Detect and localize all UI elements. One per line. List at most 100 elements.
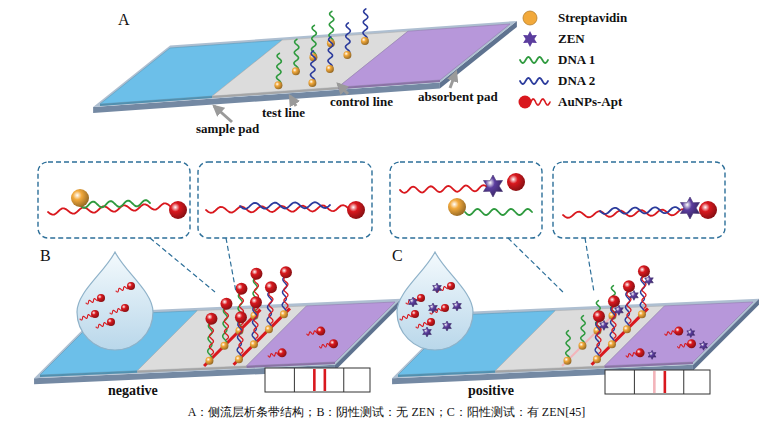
gold-nanoparticle xyxy=(593,310,605,322)
zen-molecule xyxy=(680,197,699,219)
detection-line xyxy=(592,308,648,364)
figure-caption: A：侧流层析条带结构；B：阴性测试：无 ZEN；C：阳性测试：有 ZEN[45] xyxy=(0,404,773,421)
dna-strand xyxy=(310,51,315,83)
dna-strand xyxy=(276,53,281,85)
window-divider xyxy=(683,370,684,394)
legend-swatch xyxy=(518,51,552,69)
dna-strand xyxy=(345,23,350,55)
dna-strand xyxy=(254,306,258,338)
streptavidin xyxy=(250,340,258,348)
streptavidin xyxy=(326,65,334,73)
panel-a xyxy=(93,9,517,122)
dna-strand xyxy=(520,57,548,63)
dna-strand xyxy=(209,323,213,355)
window-divider xyxy=(294,368,295,392)
dna-strand xyxy=(240,202,330,209)
dna-strand xyxy=(80,200,150,208)
dna-strand xyxy=(363,9,368,41)
leader-arrow xyxy=(338,84,348,94)
gold-nanoparticle xyxy=(447,282,455,290)
legend-text: ZEN xyxy=(558,31,585,47)
gold-nanoparticle xyxy=(250,296,262,308)
nanoparticle-swatch xyxy=(519,96,532,109)
streptavidin xyxy=(593,355,601,363)
zen-molecule xyxy=(433,283,442,293)
result-window xyxy=(605,370,710,394)
result-line xyxy=(313,369,316,391)
gold-nanoparticle xyxy=(220,298,232,310)
dna-strand xyxy=(566,331,570,361)
legend-swatch xyxy=(518,72,552,90)
dna-strand xyxy=(239,321,243,353)
gold-nanoparticle xyxy=(278,348,287,357)
zen-molecule xyxy=(443,321,452,331)
streptavidin xyxy=(235,355,243,363)
callout-leader xyxy=(226,238,236,292)
streptavidin xyxy=(638,310,646,318)
zen-molecule xyxy=(687,329,695,338)
callout-leader xyxy=(508,238,565,294)
legend-item: Streptavidin xyxy=(518,8,627,28)
gold-nanoparticle xyxy=(623,280,635,292)
dna-strand xyxy=(294,39,299,71)
panel-letter: A xyxy=(118,12,130,28)
part-label: control line xyxy=(330,95,393,108)
dna-strand xyxy=(520,78,548,84)
gold-nanoparticle xyxy=(411,310,419,318)
panel-letter: B xyxy=(40,248,51,264)
gold-nanoparticle xyxy=(687,339,696,348)
gold-nanoparticle xyxy=(280,266,292,278)
dna-strand xyxy=(465,209,532,215)
panel-b xyxy=(34,162,401,392)
callout-box xyxy=(390,162,542,238)
streptavidin xyxy=(308,79,316,87)
streptavidin xyxy=(71,189,89,207)
sample-pad-edge xyxy=(100,96,212,106)
result-line xyxy=(324,369,327,391)
part-label: absorbent pad xyxy=(418,90,498,103)
gold-nanoparticle xyxy=(427,318,435,326)
absorbent-pad-edge xyxy=(605,362,694,368)
streptavidin xyxy=(563,357,571,365)
gold-nanoparticle xyxy=(507,173,525,191)
streptavidin-swatch xyxy=(523,11,537,25)
legend-item: ZEN xyxy=(518,29,585,49)
detection-line xyxy=(234,308,290,364)
streptavidin xyxy=(292,67,300,75)
panel-letter: C xyxy=(392,248,403,264)
absorbent-pad xyxy=(605,302,754,366)
leader-arrow xyxy=(450,72,456,88)
gold-nanoparticle xyxy=(417,294,425,302)
streptavidin xyxy=(265,325,273,333)
legend-swatch xyxy=(518,9,552,27)
streptavidin xyxy=(361,37,369,45)
zen-molecule xyxy=(483,175,502,197)
window-divider xyxy=(343,368,344,392)
membrane-edge xyxy=(495,366,604,373)
legend-text: Streptavidin xyxy=(558,10,627,26)
result-label: negative xyxy=(108,384,158,398)
gold-nanoparticle xyxy=(235,311,247,323)
legend-swatch xyxy=(518,93,552,111)
absorbent-pad xyxy=(247,302,396,366)
sample-drop xyxy=(77,252,153,350)
gold-nanoparticle xyxy=(674,327,683,336)
dna-strand xyxy=(48,203,170,214)
dna-strand xyxy=(206,205,348,213)
gold-nanoparticle xyxy=(316,327,325,336)
streptavidin xyxy=(448,198,466,216)
streptavidin xyxy=(274,81,282,89)
leader-arrow xyxy=(214,106,232,122)
gold-nanoparticle xyxy=(699,201,717,219)
streptavidin xyxy=(280,310,288,318)
gold-nanoparticle xyxy=(107,318,115,326)
dna-strand xyxy=(224,308,228,340)
legend-text: DNA 2 xyxy=(558,73,595,89)
panel-c xyxy=(390,162,759,394)
gold-nanoparticle xyxy=(636,348,645,357)
gold-nanoparticle xyxy=(127,282,135,290)
dna-strand xyxy=(269,291,273,323)
gold-nanoparticle xyxy=(169,201,187,219)
streptavidin xyxy=(623,325,631,333)
